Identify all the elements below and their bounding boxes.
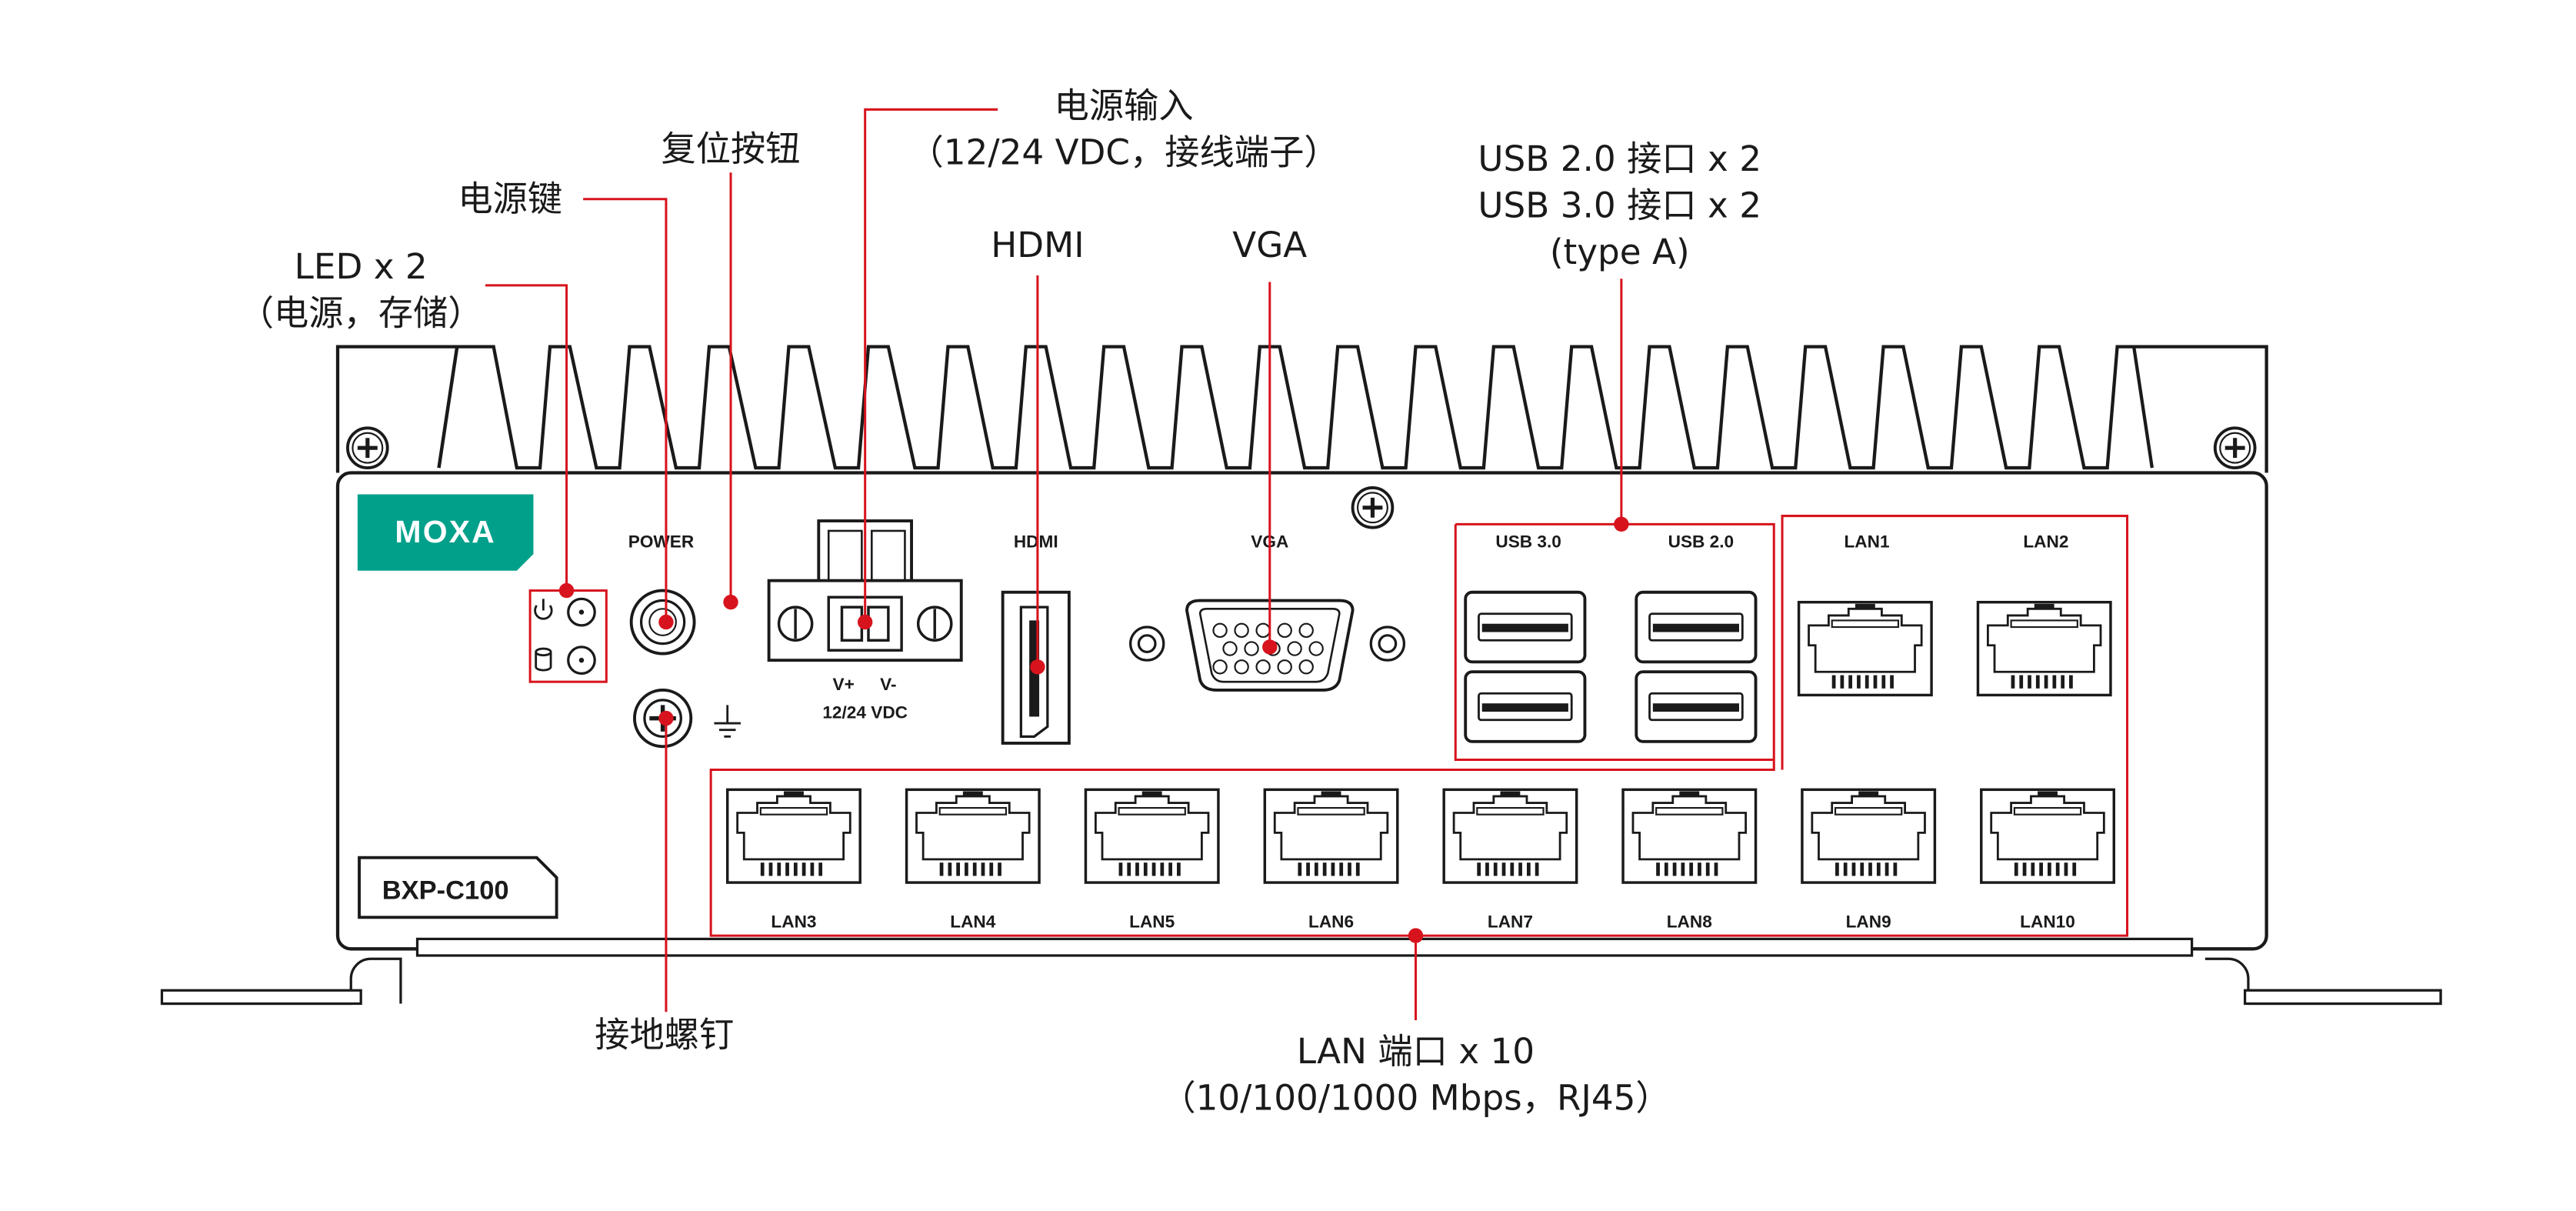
lan-port-lan6[interactable] [1263, 788, 1399, 884]
led-indicators [534, 597, 596, 676]
heatsink-fin-group [437, 345, 2134, 470]
lan-port-label: LAN4 [950, 912, 995, 931]
chassis-screw-right-icon [2215, 428, 2255, 468]
callout-labels: LED x 2 （电源，存储） 电源键 复位按钮 电源输入 （12/24 VDC… [239, 85, 1761, 1118]
power-key-callout: 电源键 [458, 178, 562, 219]
ground-icon [714, 705, 741, 738]
usb-callout-line2: USB 3.0 接口 x 2 [1478, 185, 1761, 225]
led-callout-line2: （电源，存储） [239, 293, 483, 334]
vga-callout: VGA [1232, 225, 1307, 265]
v-plus-label: V+ [832, 675, 854, 694]
lan-callout-line2: （10/100/1000 Mbps，RJ45） [1161, 1077, 1670, 1118]
chassis-screw-center-icon [1353, 488, 1393, 528]
vga-pin [1234, 622, 1249, 639]
lan-port-label: LAN8 [1667, 912, 1712, 931]
power-input-callout-line1: 电源输入 [1055, 85, 1194, 126]
lan-port-lan8[interactable] [1621, 788, 1758, 884]
vga-pin [1277, 622, 1292, 639]
model-plate: BXP-C100 [358, 856, 558, 919]
lan-port-lan4[interactable] [905, 788, 1041, 884]
lan-port-lan5[interactable] [1084, 788, 1220, 884]
led-callout-line1: LED x 2 [295, 246, 428, 287]
hdmi-panel-label: HDMI [1014, 532, 1058, 552]
vga-pin [1287, 641, 1302, 656]
callout-leaders [485, 108, 1623, 1021]
lan-port-label: LAN6 [1308, 912, 1354, 931]
hdmi-callout: HDMI [991, 225, 1084, 265]
mounting-brackets [160, 957, 2442, 1006]
usb3-panel-label: USB 3.0 [1495, 532, 1561, 552]
usb-lan-callout-box [709, 515, 2129, 937]
logo-text: MOXA [395, 514, 495, 549]
ground-callout: 接地螺钉 [595, 1015, 734, 1056]
lan2-port[interactable] [1976, 600, 2112, 697]
callout-dots [558, 516, 1629, 943]
power-panel-label: POWER [628, 532, 694, 552]
lan-port-lan9[interactable] [1801, 788, 1937, 884]
lan-callout-line1: LAN 端口 x 10 [1297, 1031, 1535, 1072]
vga-pin [1298, 622, 1314, 639]
usb-callout-box-edge [1454, 524, 1775, 762]
lan2-panel-label: LAN2 [2023, 532, 2068, 552]
usb3-port-2[interactable] [1464, 670, 1587, 743]
v-minus-label: V- [880, 675, 896, 694]
lan-port-label: LAN7 [1488, 912, 1533, 931]
usb-callout-line3: (type A) [1550, 232, 1690, 272]
usb2-panel-label: USB 2.0 [1668, 532, 1735, 552]
vga-pin [1244, 641, 1259, 656]
power-icon [534, 599, 553, 620]
lan-port-lan10[interactable] [1980, 788, 2115, 884]
power-input-leader-line [864, 108, 998, 622]
usb-callout-line1: USB 2.0 接口 x 2 [1478, 138, 1761, 179]
usb2-port-2[interactable] [1635, 670, 1758, 743]
power-input-callout-line2: （12/24 VDC，接线端子） [908, 132, 1338, 172]
lan-port-label: LAN3 [771, 912, 816, 931]
vga-pin [1277, 659, 1292, 675]
vga-pin [1308, 641, 1324, 656]
lan-port-lan3[interactable] [725, 788, 861, 884]
lan-port-label: LAN9 [1846, 912, 1891, 931]
lan-port-label: LAN10 [2020, 912, 2075, 931]
vga-pin [1222, 641, 1238, 656]
vga-pin [1234, 659, 1249, 675]
led-leader-line [485, 284, 568, 591]
vga-pin [1255, 659, 1271, 675]
lan-port-lan7[interactable] [1442, 788, 1578, 884]
vdc-label: 12/24 VDC [822, 703, 908, 722]
storage-icon [535, 647, 552, 672]
lan-port-label: LAN5 [1129, 912, 1175, 931]
reset-callout: 复位按钮 [661, 128, 800, 169]
vga-pin [1298, 659, 1314, 675]
vga-pin [1212, 659, 1228, 675]
moxa-logo: MOXA [357, 494, 534, 571]
model-name: BXP-C100 [382, 876, 509, 906]
lan1-port[interactable] [1797, 600, 1933, 697]
heatsink-fin-outline [437, 345, 2134, 470]
vga-pin [1255, 622, 1271, 639]
vga-pin [1212, 622, 1228, 639]
usb2-port-1[interactable] [1635, 590, 1758, 664]
power-key-leader-line [583, 198, 668, 622]
usb3-port-1[interactable] [1464, 590, 1587, 664]
lan-port-row: LAN3 LAN4 LAN5 LAN6 LAN7 LAN8 LAN9 LAN10 [725, 788, 2115, 931]
lan1-panel-label: LAN1 [1844, 532, 1889, 552]
chassis-screw-left-icon [348, 428, 388, 468]
